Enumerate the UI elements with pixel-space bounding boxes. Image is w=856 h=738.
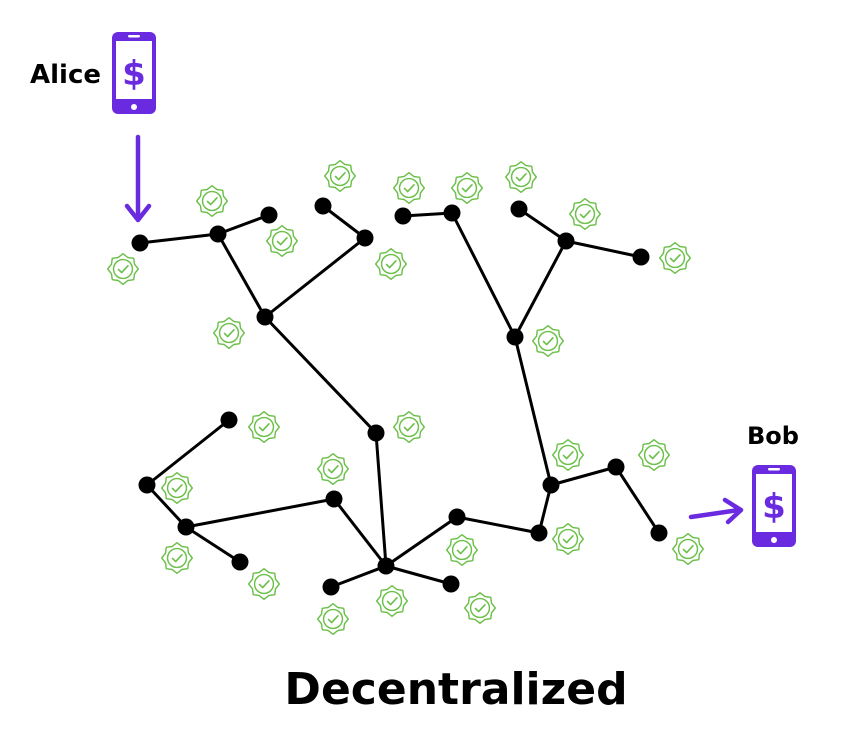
network-node <box>510 200 528 218</box>
network-node <box>367 424 385 442</box>
verified-badge-icon <box>658 241 692 275</box>
verified-badge-icon <box>265 224 299 258</box>
network-node <box>220 411 238 429</box>
network-nodes <box>131 197 668 596</box>
verified-badge-icon <box>195 184 229 218</box>
verified-badge-icon <box>504 160 538 194</box>
network-node <box>443 204 461 222</box>
alice-arrow-icon <box>124 134 152 223</box>
network-node <box>506 328 524 346</box>
network-node <box>256 308 274 326</box>
network-node <box>542 476 560 494</box>
bob-phone-icon <box>752 465 796 547</box>
verified-badge-icon <box>316 602 350 636</box>
verified-badge-icon <box>445 533 479 567</box>
verified-badge-icon <box>323 159 357 193</box>
verified-badge-icon <box>247 410 281 444</box>
verified-badge-icon <box>247 567 281 601</box>
verified-badge-icon <box>450 171 484 205</box>
network-edges <box>138 204 661 589</box>
verified-badge-icon <box>106 252 140 286</box>
verified-badge-icon <box>531 324 565 358</box>
verified-badge-icon <box>374 247 408 281</box>
network-node <box>314 197 332 215</box>
verified-badge-icon <box>212 316 246 350</box>
verified-badge-icon <box>671 532 705 566</box>
alice-phone-icon <box>112 32 156 114</box>
verified-badge-icon <box>392 410 426 444</box>
network-node <box>650 524 668 542</box>
verified-badge-icon <box>568 197 602 231</box>
network-node <box>632 248 650 266</box>
network-node <box>138 476 156 494</box>
network-node <box>442 575 460 593</box>
verified-badges <box>106 159 705 636</box>
verified-badge-icon <box>160 541 194 575</box>
network-node <box>131 234 149 252</box>
network-node <box>325 490 343 508</box>
verified-badge-icon <box>375 584 409 618</box>
verified-badge-icon <box>637 438 671 472</box>
verified-badge-icon <box>551 438 585 472</box>
network-node <box>322 578 340 596</box>
verified-badge-icon <box>392 171 426 205</box>
verified-badge-icon <box>160 471 194 505</box>
network-node <box>260 206 278 224</box>
network-node <box>209 225 227 243</box>
network-node <box>448 508 466 526</box>
network-node <box>394 207 412 225</box>
network-node <box>356 229 374 247</box>
verified-badge-icon <box>463 591 497 625</box>
receiver-name: Bob <box>747 422 799 450</box>
verified-badge-icon <box>316 452 350 486</box>
network-node <box>607 458 625 476</box>
sender-name: Alice <box>30 60 101 90</box>
verified-badge-icon <box>551 522 585 556</box>
diagram-title: Decentralized <box>284 664 628 715</box>
network-node <box>530 524 548 542</box>
bob-arrow-icon <box>688 497 744 525</box>
network-node <box>231 553 249 571</box>
network-node <box>557 232 575 250</box>
network-node <box>377 557 395 575</box>
network-node <box>177 518 195 536</box>
